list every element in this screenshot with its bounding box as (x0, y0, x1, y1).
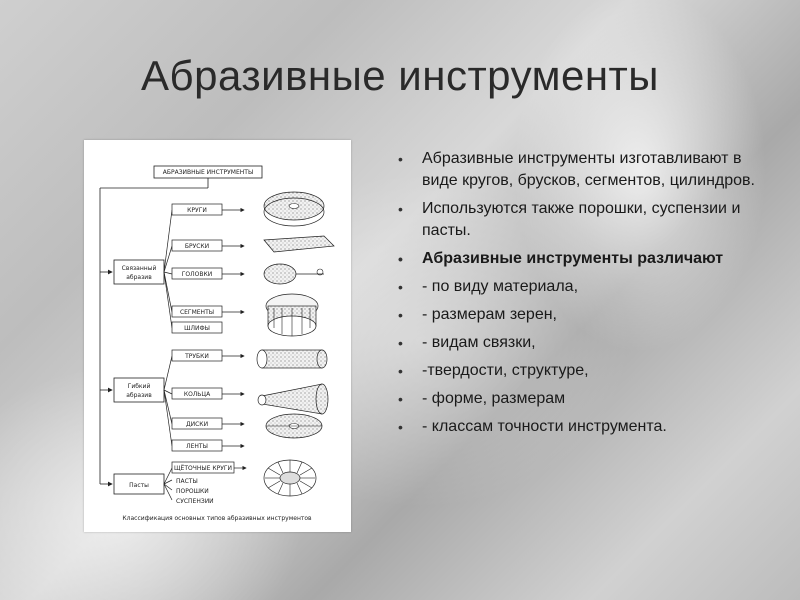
bullet-item: • - видам связки, (396, 332, 776, 354)
bullet-item: • Используются также порошки, суспензии и… (396, 198, 776, 242)
brush-wheel-illustration (263, 459, 317, 497)
item-label: КРУГИ (187, 207, 207, 214)
group-label-pastes: Пасты (129, 482, 149, 489)
group-label-bonded: Связанный (122, 265, 157, 272)
classification-diagram: АБРАЗИВНЫЕ ИНСТРУМЕНТЫ Связанный абразив… (84, 140, 351, 532)
bullet-item: • - по виду материала, (396, 276, 776, 298)
bullet-text: - классам точности инструмента. (422, 418, 667, 435)
items-pastes: ЩЁТОЧНЫЕ КРУГИ ПАСТЫ ПОРОШКИ СУСПЕНЗИИ (171, 461, 235, 505)
item-label: ПОРОШКИ (176, 488, 209, 495)
group-label-flexible: Гибкий (128, 383, 151, 390)
diagram-svg: АБРАЗИВНЫЕ ИНСТРУМЕНТЫ Связанный абразив… (99, 165, 335, 522)
item-label: СУСПЕНЗИИ (176, 498, 214, 505)
bullet-text: -твердости, структуре, (422, 362, 589, 379)
group-box-flexible (113, 377, 165, 403)
bullet-text: Используются также порошки, суспензии и … (422, 200, 741, 239)
bullet-item: • - форме, размерам (396, 388, 776, 410)
slide-title: Абразивные инструменты (141, 52, 659, 99)
bullet-text: - размерам зерен, (422, 306, 557, 323)
item-label: ГОЛОВКИ (182, 271, 212, 278)
item-label: ТРУБКИ (184, 353, 209, 360)
item-label: СЕГМЕНТЫ (180, 309, 214, 316)
diagram-header: АБРАЗИВНЫЕ ИНСТРУМЕНТЫ (163, 169, 253, 176)
bullet-item: • Абразивные инструменты различают (396, 248, 776, 270)
bullet-item: • -твердости, структуре, (396, 360, 776, 382)
item-label: ДИСКИ (186, 421, 208, 428)
item-label: ШЛИФЫ (184, 325, 210, 332)
bullet-item: • - классам точности инструмента. (396, 416, 776, 438)
bullet-icon: • (398, 279, 403, 295)
diagram-caption: Классификация основных типов абразивных … (122, 515, 312, 522)
bullet-item: • - размерам зерен, (396, 304, 776, 326)
group-box-bonded (113, 259, 165, 285)
bullet-icon: • (398, 151, 403, 167)
bullet-text: Абразивные инструменты различают (422, 250, 724, 267)
items-bonded: КРУГИ БРУСКИ ГОЛОВКИ СЕГМЕНТЫ ШЛИФЫ (171, 203, 223, 334)
bullet-text: Абразивные инструменты изготавливают в в… (422, 150, 755, 189)
wheel-illustration (263, 191, 325, 227)
bullet-item: • Абразивные инструменты изготавливают в … (396, 148, 776, 192)
item-label: ЩЁТОЧНЫЕ КРУГИ (174, 465, 232, 472)
bullet-list: • Абразивные инструменты изготавливают в … (396, 148, 776, 444)
tube-illustration (256, 349, 328, 369)
ring-illustration (257, 383, 329, 415)
item-label: КОЛЬЦА (184, 391, 211, 398)
bullet-text: - форме, размерам (422, 390, 566, 407)
item-label: ЛЕНТЫ (186, 443, 208, 450)
bullet-text: - по виду материала, (422, 278, 579, 295)
segment-illustration (265, 293, 319, 337)
bullet-icon: • (398, 363, 403, 379)
item-label: ПАСТЫ (176, 478, 198, 485)
bullet-icon: • (398, 251, 403, 267)
bar-illustration (263, 235, 335, 253)
bullet-icon: • (398, 391, 403, 407)
items-flexible: ТРУБКИ КОЛЬЦА ДИСКИ ЛЕНТЫ (171, 349, 223, 452)
bullet-text: - видам связки, (422, 334, 536, 351)
bullet-icon: • (398, 335, 403, 351)
item-label: БРУСКИ (185, 243, 209, 250)
disc-illustration (265, 413, 323, 439)
bullet-icon: • (398, 201, 403, 217)
bullet-icon: • (398, 419, 403, 435)
svg-text:абразив: абразив (126, 274, 152, 281)
bullet-icon: • (398, 307, 403, 323)
svg-text:абразив: абразив (126, 392, 152, 399)
head-illustration (263, 263, 324, 285)
